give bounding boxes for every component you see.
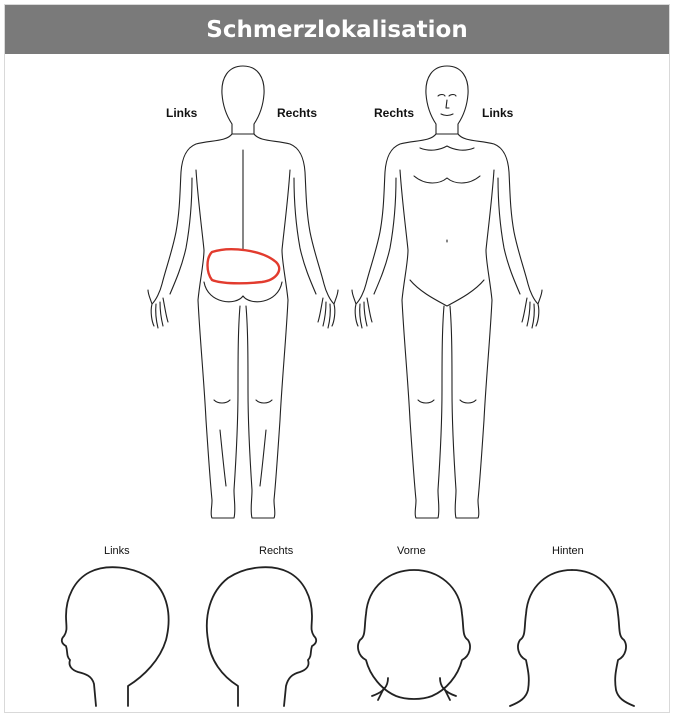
head-back[interactable]: [510, 570, 634, 706]
back-view-body[interactable]: [148, 66, 338, 518]
head-right-profile[interactable]: [207, 567, 316, 706]
head-left-profile[interactable]: [62, 567, 169, 706]
head-front[interactable]: [358, 570, 470, 700]
front-view-body[interactable]: [352, 66, 542, 518]
pain-marker-lower-back: [208, 249, 280, 283]
